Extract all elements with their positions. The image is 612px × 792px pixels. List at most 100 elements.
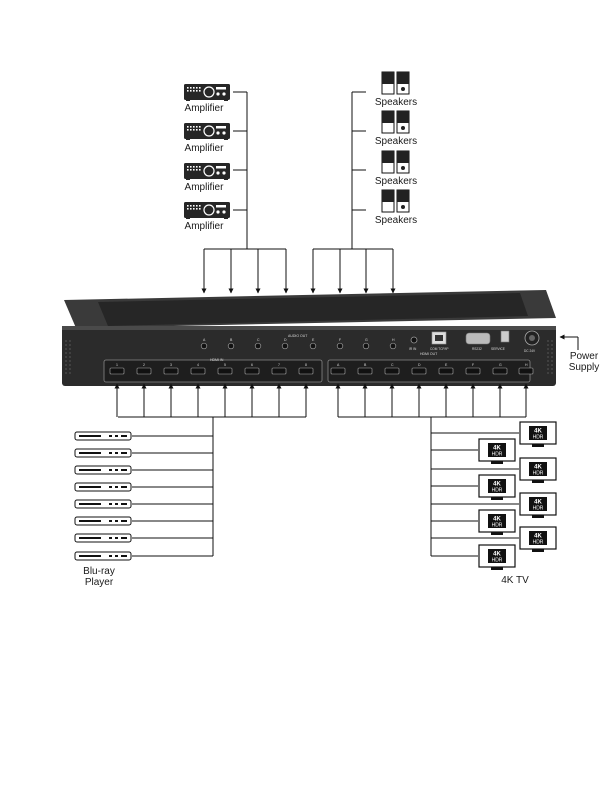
tv-badge xyxy=(529,462,547,476)
tv-badge-4k: 4K xyxy=(493,482,501,488)
audio-jack xyxy=(309,342,317,350)
player-body xyxy=(74,465,132,475)
hdmi-in-port xyxy=(190,367,206,375)
player-body xyxy=(74,431,132,441)
amplifier-icon xyxy=(184,123,230,140)
speaker-pair-icon xyxy=(381,150,410,174)
speaker-cone xyxy=(401,166,405,170)
amplifier-dot xyxy=(187,166,189,168)
hdmi-out-port xyxy=(330,367,346,375)
amplifier-dot xyxy=(187,87,189,89)
player-button xyxy=(109,452,112,454)
tv-stand xyxy=(491,567,503,570)
player-button xyxy=(109,520,112,522)
player-button xyxy=(115,469,118,471)
audio-out-label: AUDIO OUT xyxy=(288,334,308,338)
amplifier-dot xyxy=(190,87,192,89)
bluray-player-icon xyxy=(74,448,132,458)
hdmi-out-port xyxy=(357,367,373,375)
amplifier-foot xyxy=(224,177,228,180)
amplifier-dot xyxy=(196,205,198,207)
hdmi-out-port xyxy=(384,367,400,375)
tv-badge-hdr: HDR xyxy=(492,488,503,494)
player-button xyxy=(121,469,127,471)
audio-jack-letter: A xyxy=(203,338,206,342)
speaker-top xyxy=(397,151,409,163)
player-button xyxy=(121,520,127,522)
speaker-top xyxy=(382,72,394,84)
hdmi-in-port xyxy=(136,367,152,375)
amplifier-dot xyxy=(199,90,201,92)
tv-badge-hdr: HDR xyxy=(492,452,503,458)
hdmi-out-port-letter: F xyxy=(472,363,474,367)
tv-badge xyxy=(529,531,547,545)
player-tray xyxy=(79,469,101,471)
amplifier-dot xyxy=(187,169,189,171)
amplifier-label-4: Amplifier xyxy=(184,221,224,232)
player-button xyxy=(121,503,127,505)
tv-stand xyxy=(491,461,503,464)
amplifier-foot xyxy=(186,98,190,101)
amplifier-dot xyxy=(190,169,192,171)
amplifier-display xyxy=(216,205,226,208)
speaker-top xyxy=(397,190,409,202)
audio-jack xyxy=(362,342,370,350)
right-vent xyxy=(547,340,553,374)
amplifier-dot xyxy=(193,129,195,131)
amplifier-knob-small xyxy=(222,171,226,175)
hdmi-out-port-letter: H xyxy=(525,363,528,367)
amplifier-foot xyxy=(224,98,228,101)
hdmi-out-port-letter: A xyxy=(337,363,340,367)
amplifier-dot xyxy=(193,166,195,168)
amplifier-knob xyxy=(203,86,215,98)
hdmi-in-port-number: 1 xyxy=(116,363,118,367)
dc-label: DC 24V xyxy=(524,349,536,353)
amplifier-dot xyxy=(193,205,195,207)
amplifier-dot xyxy=(199,169,201,171)
hdmi-in-port xyxy=(244,367,260,375)
tv-badge-4k: 4K xyxy=(534,465,542,471)
amplifier-dot xyxy=(187,129,189,131)
tv-label: 4K TV xyxy=(501,575,529,586)
amplifier-knob-small xyxy=(222,92,226,96)
audio-jack-letter: F xyxy=(339,338,341,342)
amplifier-dot xyxy=(190,129,192,131)
power-label-line2: Supply xyxy=(568,362,600,373)
amplifier-body xyxy=(184,123,230,139)
amplifier-label-2: Amplifier xyxy=(184,143,224,154)
bluray-player-icon xyxy=(74,516,132,526)
hdmi-out-port-letter: D xyxy=(418,363,421,367)
amplifier-knob xyxy=(203,125,215,137)
amplifier-dot xyxy=(193,90,195,92)
amplifier-dot xyxy=(190,90,192,92)
amplifier-dot xyxy=(193,126,195,128)
player-tray xyxy=(79,435,101,437)
tv-badge-hdr: HDR xyxy=(533,506,544,512)
amplifier-dot xyxy=(187,208,189,210)
hdmi-in-bay xyxy=(103,359,323,383)
speaker-cone xyxy=(401,205,405,209)
bluray-player-icon xyxy=(74,533,132,543)
amplifier-dot xyxy=(193,208,195,210)
audio-jack xyxy=(200,342,208,350)
amplifier-dot xyxy=(196,129,198,131)
tv-badge-4k: 4K xyxy=(534,500,542,506)
speakers-label-2: Speakers xyxy=(374,136,418,147)
speaker-cone xyxy=(401,126,405,130)
tv-badge-hdr: HDR xyxy=(492,558,503,564)
audio-jack-letter: D xyxy=(284,338,287,342)
tv-badge-hdr: HDR xyxy=(492,523,503,529)
player-button xyxy=(121,452,127,454)
tv-stand xyxy=(491,532,503,535)
tv-badge xyxy=(488,514,506,528)
hdmi-out-port xyxy=(411,367,427,375)
player-tray xyxy=(79,452,101,454)
tv-stand xyxy=(532,480,544,483)
player-button xyxy=(109,469,112,471)
amplifier-display xyxy=(216,166,226,169)
